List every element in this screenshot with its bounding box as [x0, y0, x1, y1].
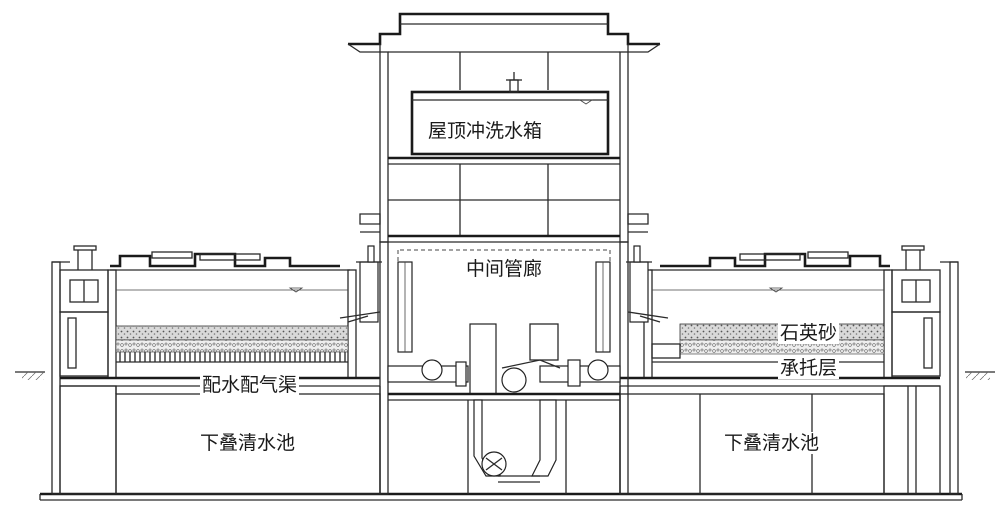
outer-gauge-pipes — [73, 245, 925, 270]
support-layer-label: 承托层 — [778, 357, 840, 379]
left-filter-cell — [59, 251, 380, 387]
central-building — [347, 12, 661, 243]
ground-line — [15, 371, 995, 380]
clearwell-right-label: 下叠清水池 — [722, 432, 822, 454]
clearwell-left-label: 下叠清水池 — [198, 432, 298, 454]
gallery-label: 中间管廊 — [464, 258, 545, 280]
pipe-gallery — [339, 241, 669, 495]
distribution-channel-label: 配水配气渠 — [200, 374, 300, 396]
quartz-sand-label: 石英砂 — [778, 322, 840, 344]
base-slab — [39, 492, 963, 501]
roof-tank-label: 屋顶冲洗水箱 — [428, 120, 543, 142]
